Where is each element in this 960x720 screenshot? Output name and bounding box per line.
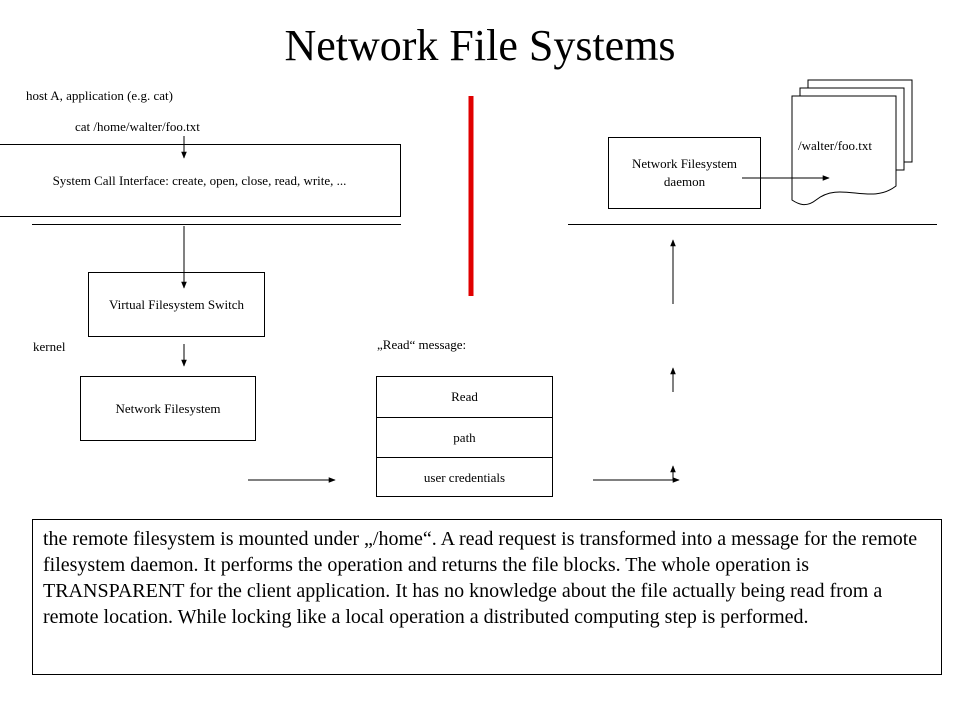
- network-filesystem-label: Network Filesystem: [115, 400, 221, 416]
- message-row-path: path: [377, 417, 552, 457]
- remote-file-label: /walter/foo.txt: [798, 138, 873, 153]
- network-filesystem-box: Network Filesystem: [80, 376, 256, 441]
- explanation-text: the remote filesystem is mounted under „…: [43, 528, 918, 628]
- host-label: host A, application (e.g. cat): [26, 88, 173, 103]
- user-kernel-divider-right: [568, 224, 937, 225]
- nfs-daemon-label-line1: Network Filesystem: [631, 156, 738, 171]
- vfs-switch-box: Virtual Filesystem Switch: [88, 272, 265, 337]
- read-message-label: „Read“ message:: [377, 337, 467, 352]
- read-message-table: Read path user credentials: [376, 376, 553, 497]
- message-row-credentials: user credentials: [377, 457, 552, 497]
- command-label: cat /home/walter/foo.txt: [75, 119, 200, 134]
- explanation-note: the remote filesystem is mounted under „…: [32, 519, 942, 675]
- syscall-interface-box: System Call Interface: create, open, clo…: [0, 144, 401, 217]
- user-kernel-divider-left: [32, 224, 401, 225]
- nfs-daemon-label-line2: daemon: [663, 174, 706, 189]
- kernel-label: kernel: [33, 339, 66, 354]
- message-row-read: Read: [451, 389, 478, 404]
- page-title: Network File Systems: [284, 21, 676, 70]
- syscall-interface-label: System Call Interface: create, open, clo…: [52, 172, 347, 188]
- vfs-switch-label: Virtual Filesystem Switch: [109, 296, 244, 312]
- file-stack-icon: [791, 79, 913, 206]
- nfs-daemon-box: Network Filesystem daemon: [608, 137, 761, 209]
